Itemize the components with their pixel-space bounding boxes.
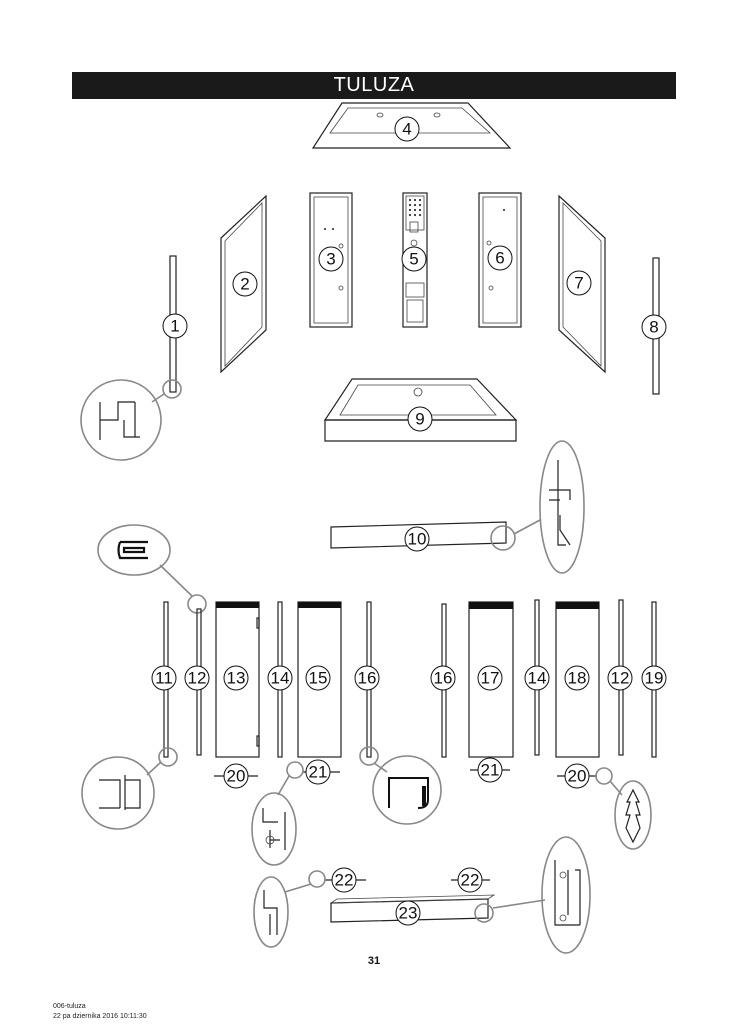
callout-2: 2 <box>232 271 258 297</box>
callout-14b: 14 <box>524 665 550 691</box>
callout-16b: 16 <box>430 665 456 691</box>
footer-file-name: 006-tuluza <box>53 1003 86 1010</box>
svg-text:5: 5 <box>409 250 418 269</box>
callout-13: 13 <box>223 665 249 691</box>
svg-text:9: 9 <box>415 410 424 429</box>
callout-11: 11 <box>151 665 177 691</box>
svg-text:20: 20 <box>568 767 587 786</box>
svg-text:1: 1 <box>170 317 179 336</box>
part-back-panel-left <box>309 192 353 328</box>
callout-14a: 14 <box>267 665 293 691</box>
svg-text:10: 10 <box>408 530 427 549</box>
svg-text:20: 20 <box>227 767 246 786</box>
part-shower-tray <box>323 378 518 442</box>
svg-text:19: 19 <box>645 669 664 688</box>
part-back-panel-right <box>478 192 522 328</box>
svg-text:21: 21 <box>481 761 500 780</box>
callout-20b: 20 <box>564 763 590 789</box>
detail-seal-top <box>97 524 207 614</box>
callout-12b: 12 <box>607 665 633 691</box>
callout-5: 5 <box>401 246 427 272</box>
svg-text:12: 12 <box>611 669 630 688</box>
svg-text:21: 21 <box>309 763 328 782</box>
callout-21a: 21 <box>305 759 331 785</box>
svg-text:15: 15 <box>309 669 328 688</box>
callout-22a: 22 <box>331 867 357 893</box>
callout-17: 17 <box>477 665 503 691</box>
footer-timestamp: 22 pa dziernika 2016 10:11:30 <box>53 1013 147 1020</box>
svg-text:2: 2 <box>240 275 249 294</box>
callout-16a: 16 <box>354 665 380 691</box>
part-left-glass-panel <box>220 194 267 374</box>
callout-6: 6 <box>487 245 513 271</box>
page-number: 31 <box>367 955 381 967</box>
detail-left-profile <box>80 379 182 461</box>
callout-19: 19 <box>641 665 667 691</box>
part-roof <box>311 102 512 149</box>
svg-text:16: 16 <box>358 669 377 688</box>
svg-text:4: 4 <box>402 120 411 139</box>
callout-21b: 21 <box>477 757 503 783</box>
svg-text:22: 22 <box>461 871 480 890</box>
svg-text:7: 7 <box>574 274 583 293</box>
svg-text:16: 16 <box>434 669 453 688</box>
svg-text:3: 3 <box>326 250 335 269</box>
callout-15: 15 <box>305 665 331 691</box>
svg-text:17: 17 <box>481 669 500 688</box>
callout-8: 8 <box>641 314 667 340</box>
callout-10: 10 <box>404 526 430 552</box>
callout-22b: 22 <box>457 867 483 893</box>
svg-text:18: 18 <box>568 669 587 688</box>
callout-7: 7 <box>566 270 592 296</box>
callout-3: 3 <box>318 246 344 272</box>
callout-20a: 20 <box>223 763 249 789</box>
svg-text:11: 11 <box>155 669 173 688</box>
callout-labels: 4 2 3 5 6 7 1 8 9 10 11 12 13 14 15 16 1… <box>151 116 667 926</box>
callout-12a: 12 <box>184 665 210 691</box>
callout-1: 1 <box>162 313 188 339</box>
svg-text:14: 14 <box>271 669 290 688</box>
callout-23: 23 <box>395 900 421 926</box>
svg-text:23: 23 <box>399 904 418 923</box>
detail-seal-16 <box>359 746 442 825</box>
svg-text:13: 13 <box>227 669 246 688</box>
callout-4: 4 <box>394 116 420 142</box>
page-title: TULUZA <box>72 72 676 99</box>
callout-18: 18 <box>564 665 590 691</box>
part-bottom-bar <box>253 836 591 954</box>
svg-text:12: 12 <box>188 669 207 688</box>
callout-9: 9 <box>407 406 433 432</box>
part-front-bar <box>330 440 585 574</box>
part-rollers-row <box>214 761 652 866</box>
svg-text:6: 6 <box>495 249 504 268</box>
part-right-glass-panel <box>558 194 606 374</box>
svg-text:8: 8 <box>649 318 658 337</box>
svg-text:14: 14 <box>528 669 547 688</box>
detail-profile-11 <box>81 747 178 830</box>
svg-text:22: 22 <box>335 871 354 890</box>
